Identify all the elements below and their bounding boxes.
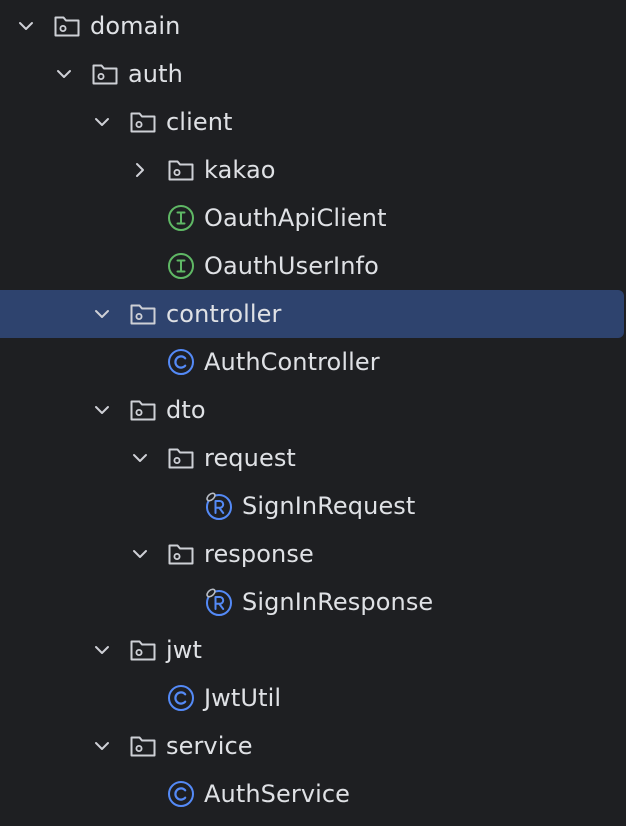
tree-row-oauth-api-client[interactable]: OauthApiClient — [0, 194, 626, 242]
tree-row-jwt-util[interactable]: JwtUtil — [0, 674, 626, 722]
tree-row-label: request — [204, 444, 296, 472]
chevron-right-icon[interactable] — [130, 160, 150, 180]
indent-spacer — [130, 784, 150, 804]
tree-row-sign-in-request[interactable]: SignInRequest — [0, 482, 626, 530]
tree-row-label: kakao — [204, 156, 276, 184]
indent-spacer — [130, 352, 150, 372]
class-icon — [166, 779, 196, 809]
tree-row-label: dto — [166, 396, 206, 424]
tree-row-sign-in-response[interactable]: SignInResponse — [0, 578, 626, 626]
tree-row-request[interactable]: request — [0, 434, 626, 482]
record-icon — [204, 491, 234, 521]
tree-row-label: AuthService — [204, 780, 351, 808]
tree-row-kakao[interactable]: kakao — [0, 146, 626, 194]
tree-row-label: domain — [90, 12, 181, 40]
package-folder-icon — [128, 395, 158, 425]
class-icon — [166, 683, 196, 713]
tree-row-oauth-user-info[interactable]: OauthUserInfo — [0, 242, 626, 290]
chevron-down-icon[interactable] — [92, 304, 112, 324]
package-folder-icon — [166, 155, 196, 185]
package-folder-icon — [128, 731, 158, 761]
tree-row-label: SignInResponse — [242, 588, 434, 616]
tree-row-service[interactable]: service — [0, 722, 626, 770]
chevron-down-icon[interactable] — [16, 16, 36, 36]
tree-row-label: service — [166, 732, 253, 760]
tree-row-auth-service[interactable]: AuthService — [0, 770, 626, 818]
tree-row-label: client — [166, 108, 233, 136]
tree-row-label: jwt — [166, 636, 203, 664]
chevron-down-icon[interactable] — [130, 448, 150, 468]
record-icon — [204, 587, 234, 617]
indent-spacer — [168, 592, 188, 612]
package-folder-icon — [166, 443, 196, 473]
package-folder-icon — [52, 11, 82, 41]
tree-row-client[interactable]: client — [0, 98, 626, 146]
indent-spacer — [168, 496, 188, 516]
package-folder-icon — [128, 107, 158, 137]
tree-row-dto[interactable]: dto — [0, 386, 626, 434]
tree-row-domain[interactable]: domain — [0, 2, 626, 50]
tree-row-label: OauthUserInfo — [204, 252, 379, 280]
interface-icon — [166, 203, 196, 233]
tree-row-response[interactable]: response — [0, 530, 626, 578]
tree-row-jwt[interactable]: jwt — [0, 626, 626, 674]
package-folder-icon — [90, 59, 120, 89]
tree-row-controller[interactable]: controller — [0, 290, 624, 338]
indent-spacer — [130, 688, 150, 708]
interface-icon — [166, 251, 196, 281]
tree-row-label: SignInRequest — [242, 492, 416, 520]
chevron-down-icon[interactable] — [92, 640, 112, 660]
tree-row-label: OauthApiClient — [204, 204, 387, 232]
tree-row-auth[interactable]: auth — [0, 50, 626, 98]
class-icon — [166, 347, 196, 377]
package-folder-icon — [128, 635, 158, 665]
tree-row-label: AuthController — [204, 348, 380, 376]
tree-row-label: JwtUtil — [204, 684, 282, 712]
chevron-down-icon[interactable] — [54, 64, 74, 84]
tree-row-label: auth — [128, 60, 183, 88]
chevron-down-icon[interactable] — [92, 112, 112, 132]
chevron-down-icon[interactable] — [92, 400, 112, 420]
chevron-down-icon[interactable] — [130, 544, 150, 564]
tree-row-label: controller — [166, 300, 282, 328]
indent-spacer — [130, 208, 150, 228]
chevron-down-icon[interactable] — [92, 736, 112, 756]
tree-row-auth-controller[interactable]: AuthController — [0, 338, 626, 386]
package-folder-icon — [166, 539, 196, 569]
indent-spacer — [130, 256, 150, 276]
package-folder-icon — [128, 299, 158, 329]
tree-row-label: response — [204, 540, 314, 568]
